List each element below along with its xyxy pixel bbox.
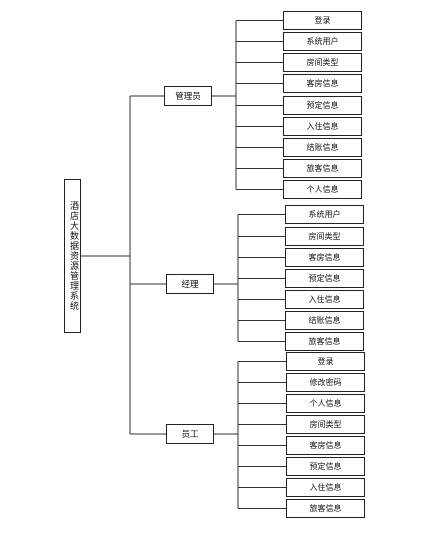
leaf-node: 系统用户 (285, 205, 364, 224)
leaf-node: 预定信息 (283, 96, 362, 115)
leaf-label: 客房信息 (309, 441, 342, 450)
group-node-staff: 员工 (166, 424, 214, 444)
group-label: 经理 (181, 280, 199, 290)
root-node-label: 酒店大数据资源管理系统 (68, 201, 78, 311)
leaf-node: 个人信息 (283, 180, 362, 199)
leaf-node: 客房信息 (285, 248, 364, 267)
leaf-label: 结账信息 (306, 143, 339, 152)
leaf-label: 预定信息 (308, 274, 341, 283)
leaf-label: 客房信息 (306, 79, 339, 88)
leaf-node: 客房信息 (283, 74, 362, 93)
leaf-node: 房间类型 (286, 415, 365, 434)
leaf-node: 入住信息 (286, 478, 365, 497)
leaf-node: 旅客信息 (285, 332, 364, 351)
leaf-label: 修改密码 (309, 378, 342, 387)
root-node: 酒店大数据资源管理系统 (64, 179, 81, 333)
leaf-label: 结账信息 (308, 316, 341, 325)
leaf-label: 入住信息 (309, 483, 342, 492)
leaf-node: 房间类型 (283, 53, 362, 72)
leaf-node: 结账信息 (283, 138, 362, 157)
leaf-label: 入住信息 (308, 295, 341, 304)
leaf-label: 入住信息 (306, 122, 339, 131)
leaf-label: 系统用户 (308, 210, 341, 219)
leaf-label: 系统用户 (306, 37, 339, 46)
leaf-label: 旅客信息 (308, 337, 341, 346)
leaf-node: 修改密码 (286, 373, 365, 392)
leaf-node: 系统用户 (283, 32, 362, 51)
leaf-node: 旅客信息 (283, 159, 362, 178)
leaf-label: 房间类型 (306, 58, 339, 67)
leaf-label: 个人信息 (306, 185, 339, 194)
leaf-label: 预定信息 (306, 101, 339, 110)
group-node-manager: 经理 (166, 274, 214, 294)
group-label: 管理员 (175, 92, 201, 102)
leaf-label: 房间类型 (309, 420, 342, 429)
leaf-label: 登录 (314, 16, 331, 25)
leaf-node: 预定信息 (285, 269, 364, 288)
leaf-label: 旅客信息 (306, 164, 339, 173)
leaf-node: 入住信息 (285, 290, 364, 309)
leaf-node: 登录 (286, 352, 365, 371)
leaf-node: 预定信息 (286, 457, 365, 476)
group-label: 员工 (181, 430, 199, 440)
leaf-label: 预定信息 (309, 462, 342, 471)
group-node-admin: 管理员 (164, 86, 212, 106)
leaf-node: 登录 (283, 11, 362, 30)
leaf-node: 客房信息 (286, 436, 365, 455)
leaf-label: 房间类型 (308, 232, 341, 241)
leaf-node: 旅客信息 (286, 499, 365, 518)
leaf-node: 房间类型 (285, 227, 364, 246)
leaf-node: 入住信息 (283, 117, 362, 136)
leaf-label: 旅客信息 (309, 504, 342, 513)
leaf-label: 登录 (317, 357, 334, 366)
leaf-label: 客房信息 (308, 253, 341, 262)
leaf-label: 个人信息 (309, 399, 342, 408)
leaf-node: 个人信息 (286, 394, 365, 413)
leaf-node: 结账信息 (285, 311, 364, 330)
